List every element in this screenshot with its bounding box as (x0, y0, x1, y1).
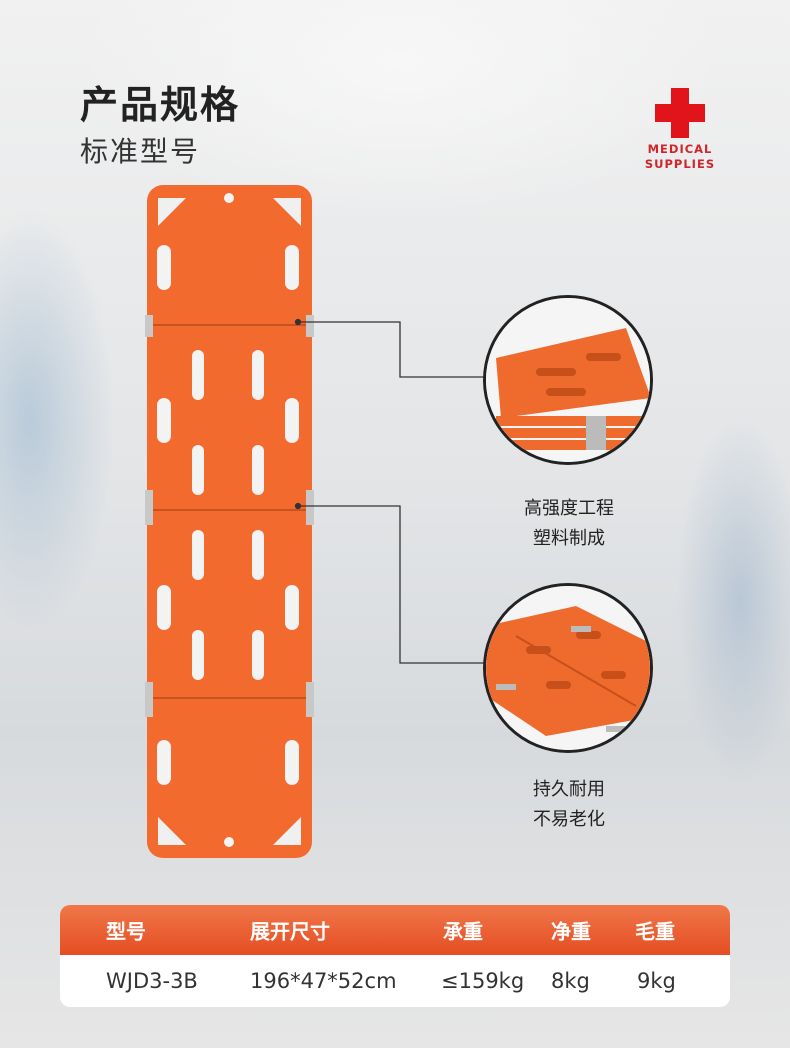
medical-supplies-logo: MEDICAL SUPPLIES (640, 88, 720, 172)
header-dimensions: 展开尺寸 (250, 919, 330, 944)
page-title: 产品规格 (80, 83, 241, 127)
cell-model: WJD3-3B (106, 969, 198, 993)
cell-gross-weight: 9kg (637, 969, 676, 993)
spec-table: 型号 展开尺寸 承重 净重 毛重 WJD3-3B 196*47*52cm ≤15… (60, 905, 730, 1007)
header-load: 承重 (443, 919, 483, 944)
logo-text-line1: MEDICAL (647, 142, 713, 156)
cell-net-weight: 8kg (551, 969, 590, 993)
header-model: 型号 (106, 919, 146, 944)
detail-circle-folded-board (483, 295, 653, 465)
red-cross-icon (655, 88, 705, 138)
header-gross-weight: 毛重 (635, 919, 675, 944)
header-net-weight: 净重 (551, 919, 591, 944)
feature-caption-material: 高强度工程塑料制成 (524, 498, 614, 549)
logo-text-line2: SUPPLIES (644, 157, 716, 171)
detail-circle-hinge (483, 583, 653, 753)
feature-caption-durability: 持久耐用不易老化 (533, 779, 605, 830)
table-row: WJD3-3B 196*47*52cm ≤159kg 8kg 9kg (60, 955, 730, 1007)
cell-load: ≤159kg (441, 969, 525, 993)
cell-dimensions: 196*47*52cm (250, 969, 397, 993)
page-subtitle: 标准型号 (80, 135, 201, 168)
spine-board-image (145, 185, 314, 858)
spec-table-header: 型号 展开尺寸 承重 净重 毛重 (60, 905, 730, 955)
callout-leader-lines (294, 318, 484, 664)
